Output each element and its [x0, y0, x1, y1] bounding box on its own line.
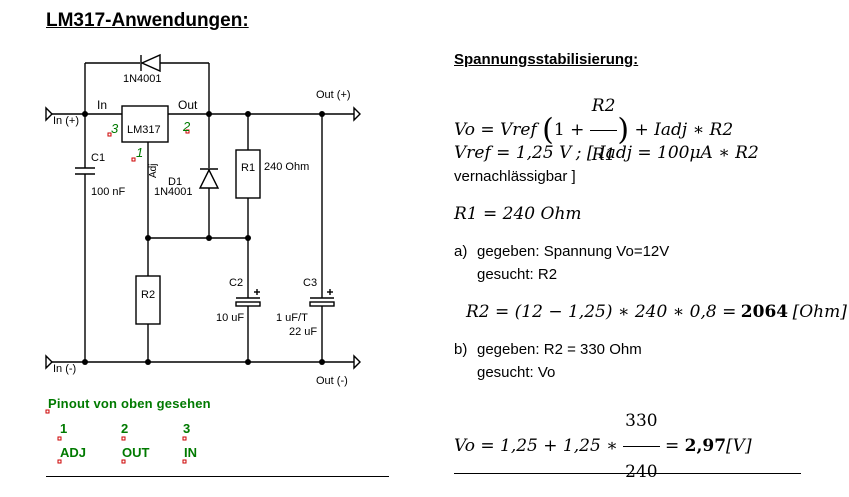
equation-r2: R2 = (12 − 1,25) ∗ 240 ∗ 0,8 = 2064 [Ohm…: [466, 302, 847, 322]
pinout-name-out: OUT: [122, 445, 150, 460]
label-pin2: 2: [183, 119, 191, 134]
pinout-number-2: 2: [121, 421, 129, 436]
eq4-unit: [Ohm]: [792, 302, 847, 322]
label-c3: C3: [303, 277, 318, 289]
label-ic-adj: Adj: [148, 163, 159, 178]
item-a-label: a): [454, 243, 468, 260]
in-minus-arrow: [45, 354, 53, 370]
eq2-iadj: ; [ Iadj = 100μA ∗ R2: [575, 143, 759, 163]
eq1-lhs: Vo = Vref: [454, 120, 537, 140]
eq1-one: 1 +: [553, 120, 585, 140]
label-ic-name: LM317: [127, 124, 161, 136]
label-c2-value: 10 uF: [216, 312, 245, 324]
diode-top: [140, 53, 161, 73]
eq5-lhs: Vo = 1,25 + 1,25 ∗: [454, 436, 618, 456]
label-c3-value2: 22 uF: [289, 326, 318, 338]
eq1-numerator: R2: [589, 82, 618, 131]
eq5-denominator: 240: [625, 462, 658, 482]
label-pin3: 3: [111, 121, 119, 136]
eq2-vref: Vref = 1,25 V: [454, 143, 572, 163]
item-a-given: gegeben: Spannung Vo=12V: [477, 243, 670, 260]
divider-left: [46, 476, 389, 477]
paren-open: (: [542, 112, 554, 148]
label-c3-value1: 1 uF/T: [276, 312, 308, 324]
item-b-label: b): [454, 341, 468, 358]
page-title: LM317-Anwendungen:: [46, 10, 249, 31]
label-c1: C1: [91, 152, 106, 164]
item-b-given: gegeben: R2 = 330 Ohm: [477, 341, 642, 358]
paren-close: ): [617, 112, 630, 148]
label-in-minus: In (-): [53, 363, 77, 375]
in-plus-arrow: [45, 106, 53, 122]
section-title: Spannungsstabilisierung:: [454, 51, 639, 68]
eq5-equals: =: [664, 436, 680, 456]
label-pin1: 1: [136, 145, 144, 160]
out-minus-arrow: [353, 354, 361, 370]
divider-right: [454, 473, 801, 474]
label-ic-in: In: [97, 98, 108, 112]
item-b-sought: gesucht: Vo: [477, 364, 556, 381]
lm317-ic: [121, 105, 169, 143]
equation-vo-result: Vo = 1,25 + 1,25 ∗ 330 240 = 2,97[V]: [454, 396, 752, 497]
diode-d1: [198, 168, 220, 189]
equation-vref: Vref = 1,25 V ; [ Iadj = 100μA ∗ R2: [454, 143, 759, 163]
label-in-plus: In (+): [53, 115, 79, 127]
eq5-numerator: 330: [623, 396, 660, 447]
label-d1: D1: [168, 176, 183, 188]
pinout-heading: Pinout von oben gesehen: [48, 396, 211, 411]
label-diode-top: 1N4001: [123, 73, 162, 85]
label-ic-out: Out: [178, 98, 198, 112]
eq4-result: 2064: [740, 302, 789, 322]
label-r2: R2: [141, 289, 156, 301]
label-out-plus: Out (+): [316, 89, 351, 101]
label-r1: R1: [241, 162, 256, 174]
item-a-sought: gesucht: R2: [477, 266, 558, 283]
equation-r1: R1 = 240 Ohm: [454, 204, 582, 224]
label-d1-type: 1N4001: [154, 186, 193, 198]
pinout-number-1: 1: [60, 421, 68, 436]
vref-note: vernachlässigbar ]: [454, 168, 576, 185]
pinout-name-in: IN: [184, 445, 197, 460]
eq5-unit: [V]: [726, 436, 752, 456]
label-r1-value: 240 Ohm: [264, 161, 310, 173]
eq1-rest: + Iadj ∗ R2: [634, 120, 734, 140]
eq1-denominator: R1: [591, 145, 616, 165]
label-c2: C2: [229, 277, 244, 289]
label-out-minus: Out (-): [316, 375, 348, 387]
pinout-number-3: 3: [183, 421, 191, 436]
label-c1-value: 100 nF: [91, 186, 126, 198]
eq4-lhs: R2 = (12 − 1,25) ∗ 240 ∗ 0,8 =: [466, 302, 737, 322]
fraction-330-240: 330 240: [623, 396, 660, 497]
pinout-name-adj: ADJ: [60, 445, 87, 460]
eq5-result: 2,97: [684, 436, 727, 456]
out-plus-arrow: [353, 106, 361, 122]
resistor-r1: [235, 149, 261, 199]
